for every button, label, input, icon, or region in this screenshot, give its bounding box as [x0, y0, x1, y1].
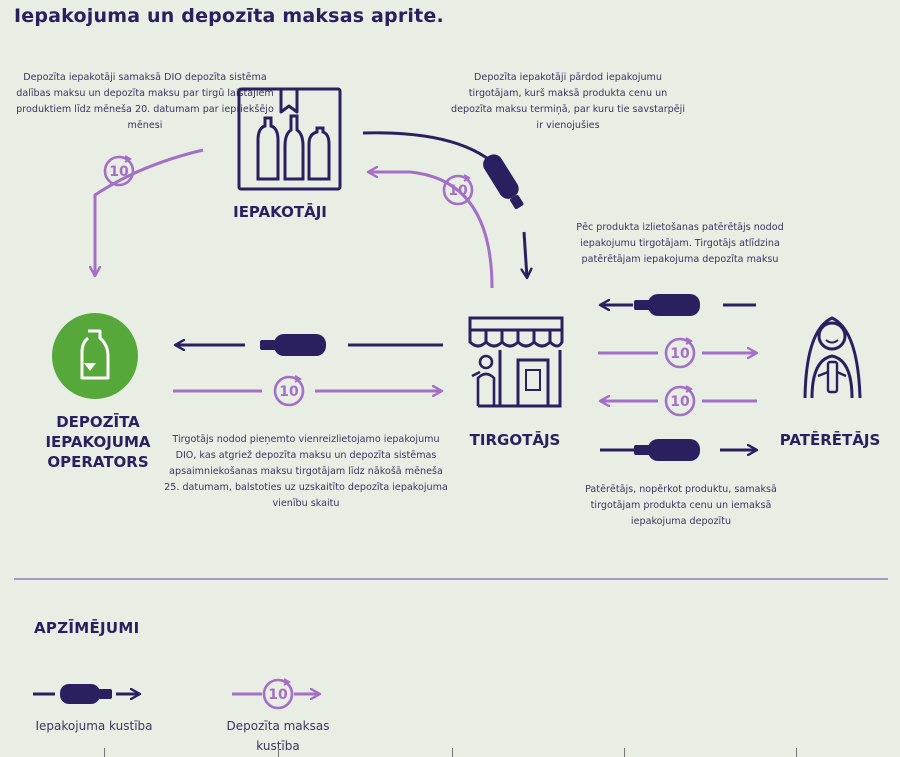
- deposit-coin-icon: 10: [664, 337, 696, 369]
- note-packers-fee: Depozīta iepakotāji samaksā DIO depozīta…: [16, 72, 274, 131]
- coin-value: 10: [670, 394, 690, 410]
- bottle-icon: [634, 439, 700, 461]
- legend-deposit-label: Depozīta maksas kustība: [226, 719, 330, 753]
- divider: [14, 578, 888, 580]
- bottle-icon: [634, 294, 700, 316]
- deposit-coin-icon: 10: [103, 155, 135, 187]
- page-title: Iepakojuma un depozīta maksas aprite.: [14, 5, 444, 27]
- coin-value: 10: [279, 384, 299, 400]
- legend-title: APZĪMĒJUMI: [34, 619, 140, 637]
- tick-mark: [796, 748, 797, 757]
- legend-package-label: Iepakojuma kustība: [35, 719, 153, 733]
- shop-icon: [468, 316, 564, 408]
- box-icon: [237, 87, 342, 191]
- bottle-icon: [483, 154, 524, 210]
- legend-package-glyph: [33, 684, 140, 704]
- note-consumer-return: Pēc produkta izlietošanas patērētājs nod…: [576, 222, 784, 265]
- tick-mark: [104, 748, 105, 757]
- consumer-icon: [803, 316, 862, 399]
- coin-value: 10: [109, 164, 129, 180]
- deposit-coin-icon: 10: [273, 375, 305, 407]
- package-flow-packers-to-retailer: [362, 131, 507, 176]
- coin-value: 10: [268, 687, 288, 703]
- label-consumer: PATĒRĒTĀJS: [779, 431, 881, 449]
- deposit-flow-packers-to-operator: [95, 148, 204, 276]
- tick-mark: [452, 748, 453, 757]
- note-packers-sell: Depozīta iepakotāji pārdod iepakojumu ti…: [451, 72, 685, 131]
- note-retailer-to-operator: Tirgotājs nodod pieņemto vienreizlietoja…: [164, 434, 448, 509]
- deposit-coin-icon: 10: [262, 678, 294, 710]
- bottle-icon: [260, 334, 326, 356]
- deposit-flow-retailer-to-packers: [368, 172, 494, 289]
- tick-mark: [278, 748, 279, 757]
- tick-mark: [624, 748, 625, 757]
- label-operator: DEPOZĪTA IEPAKOJUMA OPERATORS: [45, 413, 151, 471]
- deposit-coin-icon: 10: [442, 174, 474, 206]
- label-packers: IEPAKOTĀJI: [233, 203, 327, 221]
- recycle-icon: [52, 313, 138, 399]
- coin-value: 10: [448, 183, 468, 199]
- deposit-coin-icon: 10: [664, 385, 696, 417]
- note-consumer-buy: Patērētājs, nopērkot produktu, samaksā t…: [585, 484, 777, 527]
- package-flow-packers-arrow: [524, 231, 527, 278]
- coin-value: 10: [670, 346, 690, 362]
- label-retailer: TIRGOTĀJS: [469, 431, 561, 449]
